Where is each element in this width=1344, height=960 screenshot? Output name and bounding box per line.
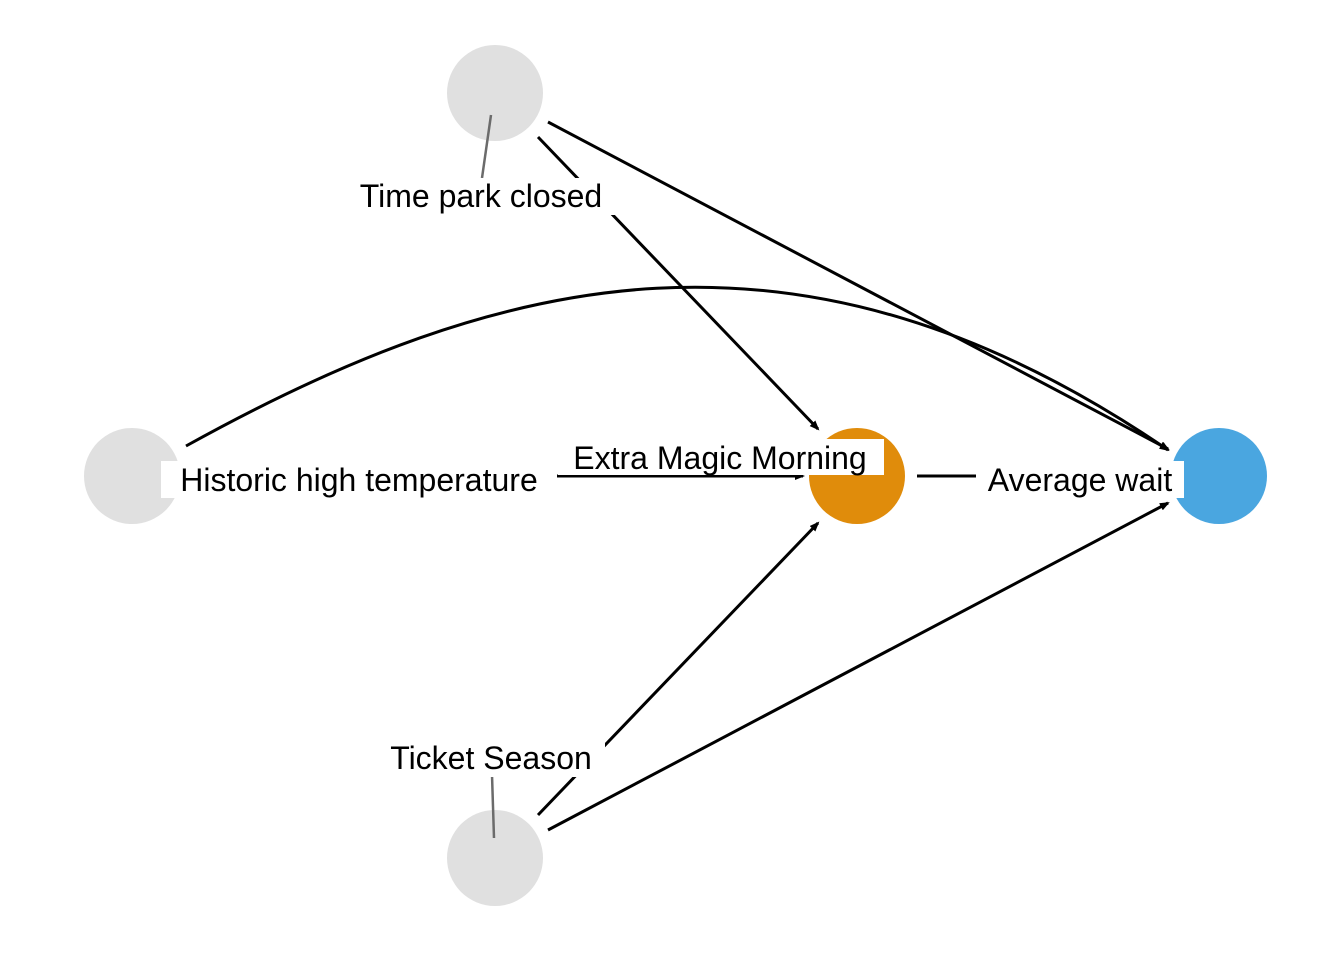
edge-time-park-closed-to-average-wait <box>547 120 1170 451</box>
edge-ticket-season-to-average-wait <box>547 501 1170 832</box>
label-bg-average-wait <box>976 461 1184 498</box>
label-ticket-season: Ticket Season <box>390 740 592 776</box>
label-bg-extra-magic-morning <box>558 439 884 475</box>
node-historic-high-temperature <box>84 428 180 524</box>
label-time-park-closed: Time park closed <box>360 178 602 214</box>
label-historic-high-temperature: Historic high temperature <box>180 462 537 498</box>
node-average-wait <box>1171 428 1267 524</box>
label-bg-historic-high-temperature <box>161 461 557 498</box>
node-ticket-season <box>447 810 543 906</box>
leader-time-park-closed <box>480 114 493 179</box>
label-bg-time-park-closed <box>345 178 617 215</box>
edge-historic-high-temperature-to-average-wait <box>185 285 1170 452</box>
node-time-park-closed <box>447 45 543 141</box>
label-bg-ticket-season <box>378 740 605 777</box>
leader-ticket-season <box>490 774 496 839</box>
label-average-wait: Average wait <box>988 462 1173 498</box>
label-extra-magic-morning: Extra Magic Morning <box>573 440 866 476</box>
